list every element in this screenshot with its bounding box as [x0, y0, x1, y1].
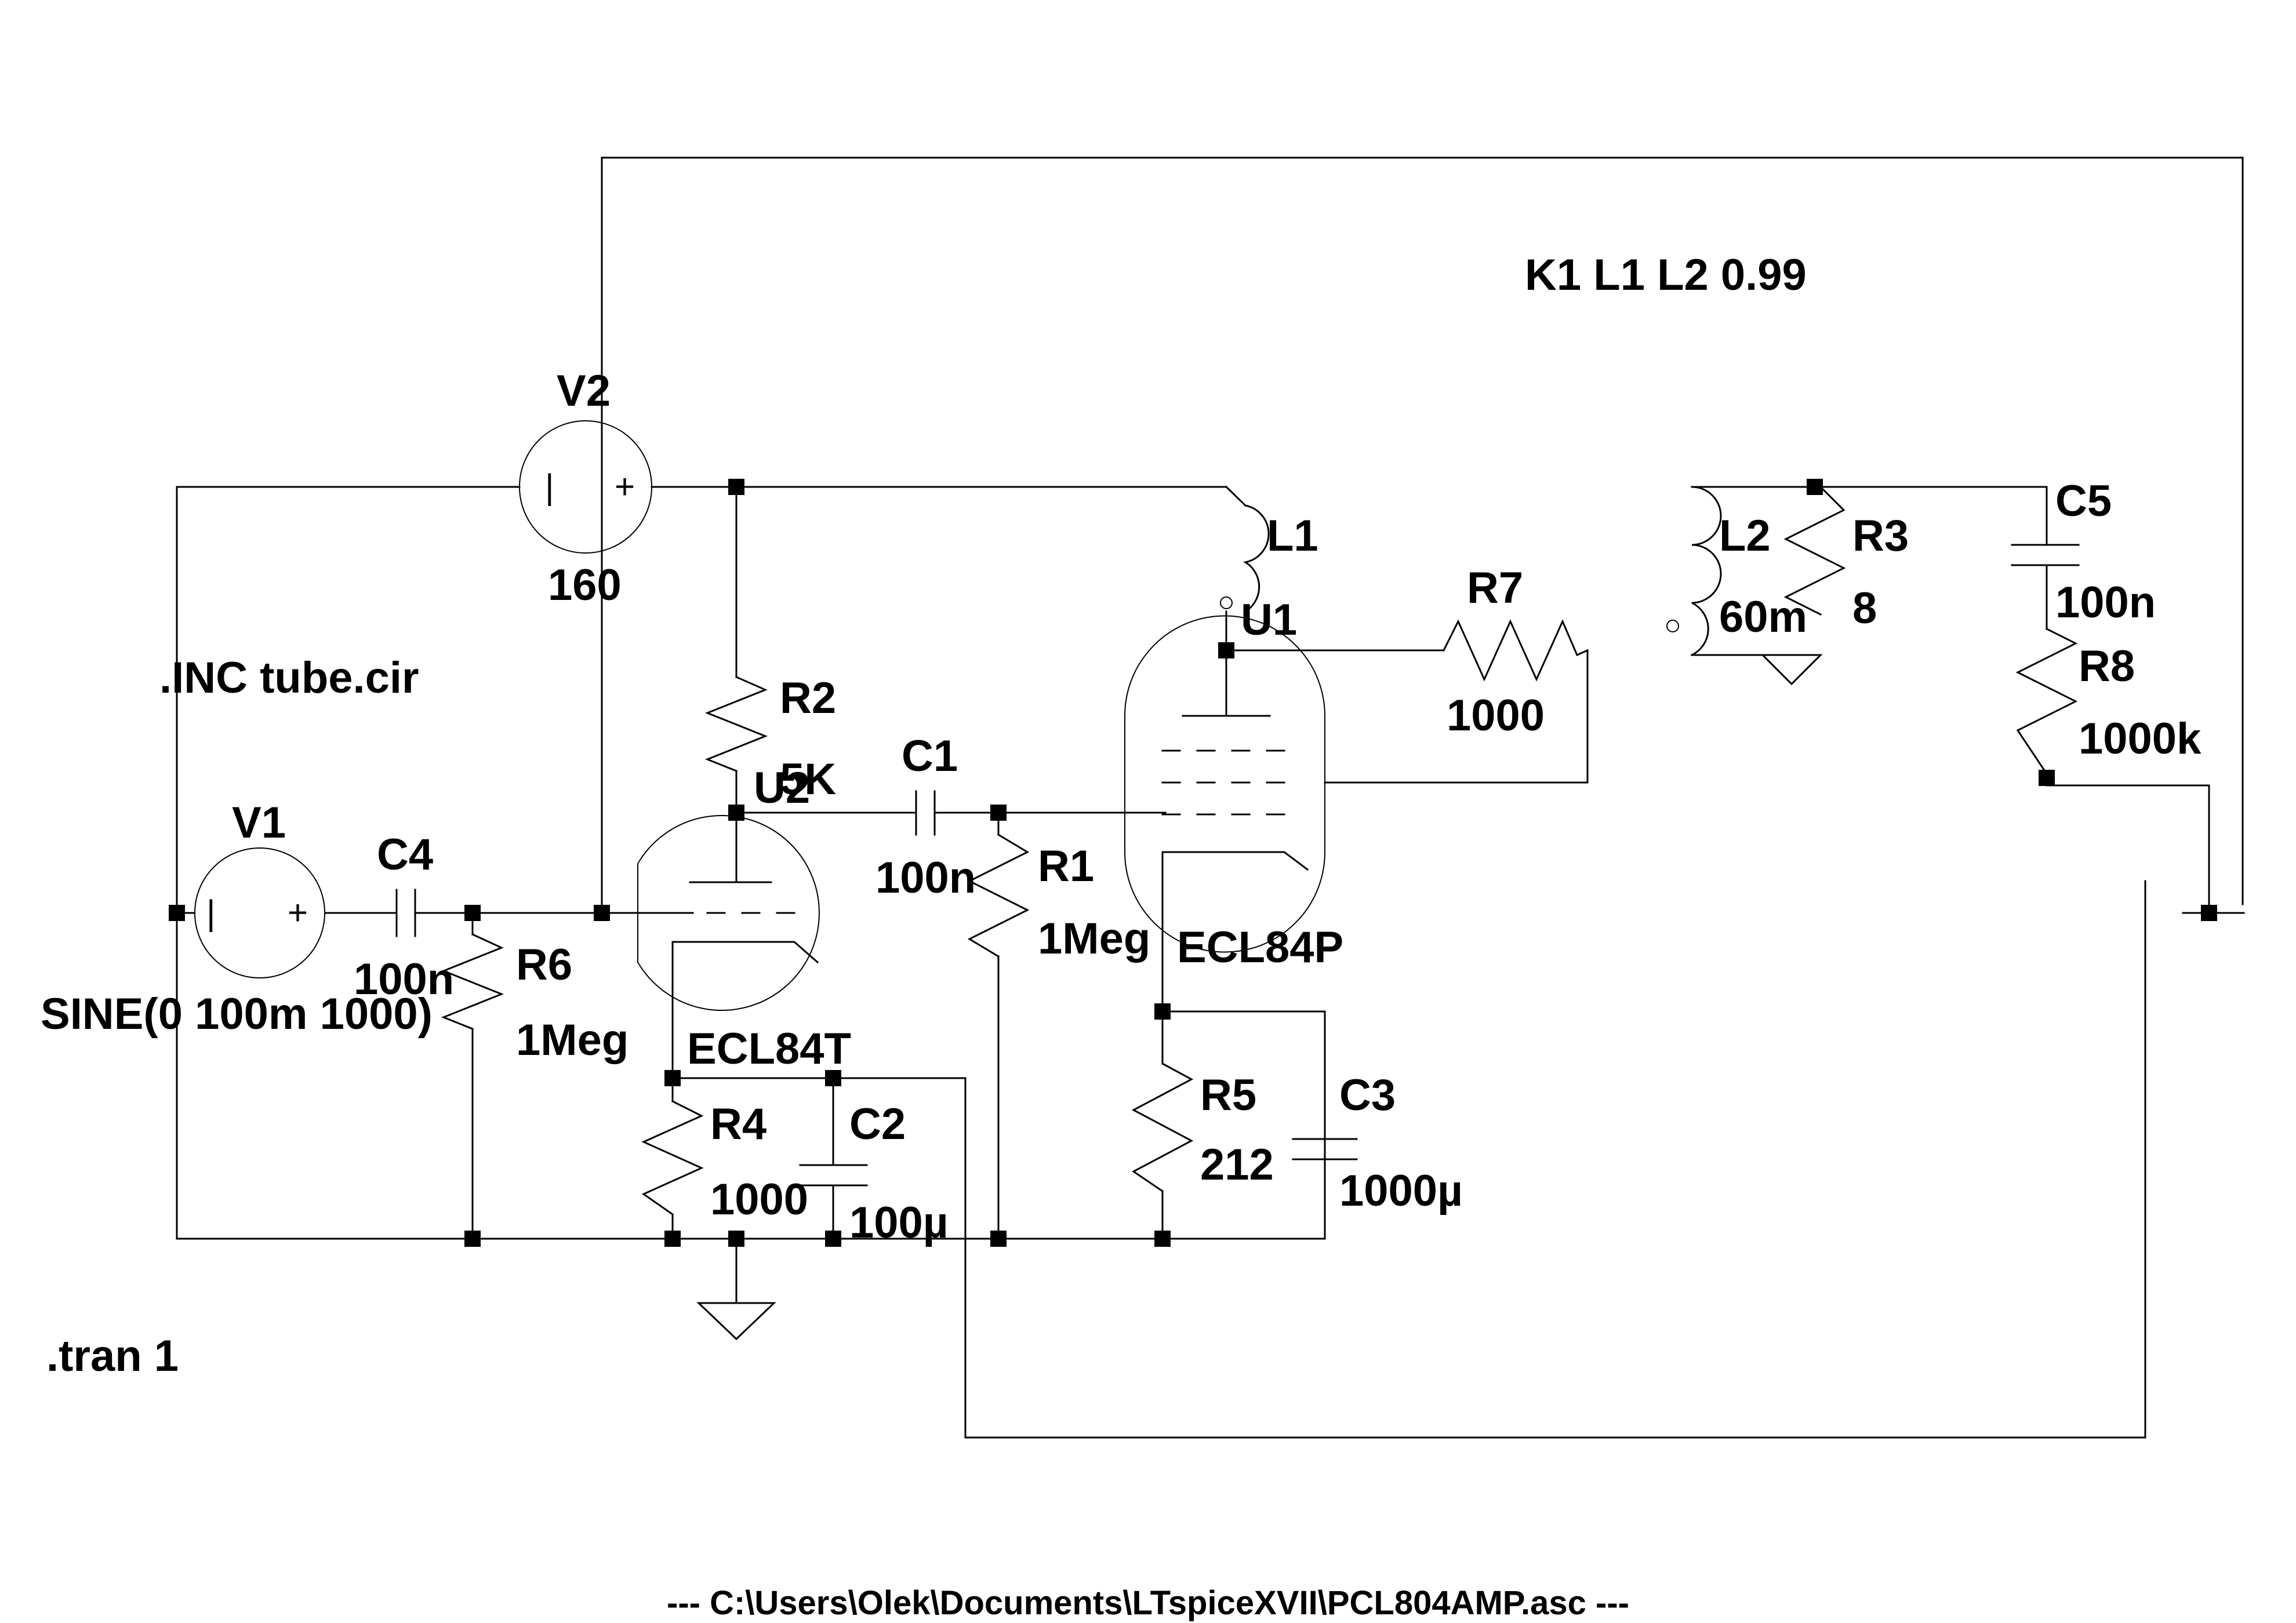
c3-ref-label: C3 [1339, 1071, 1396, 1120]
wire-l1-top [1225, 485, 1247, 507]
junction [1218, 642, 1234, 658]
junction [2201, 905, 2217, 921]
junction [1154, 1231, 1171, 1247]
r4-value-label: 1000 [710, 1175, 808, 1224]
junction [728, 1231, 744, 1247]
l2-ref-label: L2 [1719, 511, 1771, 561]
junctions [169, 479, 2217, 1247]
capacitor-c2 [799, 1164, 868, 1187]
junction [728, 805, 744, 821]
resistor-r1 [967, 833, 1030, 958]
junction [825, 1070, 841, 1086]
r8-ref-label: R8 [2079, 642, 2135, 691]
c3-value-label: 1000µ [1339, 1166, 1463, 1216]
v2-ref-label: V2 [557, 366, 611, 416]
tran-directive: .tran 1 [46, 1331, 179, 1381]
wire-left-rail [176, 486, 738, 1240]
resistor-r2 [704, 676, 768, 772]
junction [664, 1070, 681, 1086]
junction [464, 905, 481, 921]
v2-value-label: 160 [548, 561, 622, 610]
junction [464, 1231, 481, 1247]
c1-ref-label: C1 [902, 732, 958, 781]
wires [176, 157, 2245, 1439]
resistor-r3 [1783, 485, 1846, 616]
c5-ref-label: C5 [2055, 476, 2112, 526]
junction [990, 805, 1007, 821]
capacitor-c3 [1292, 1138, 1358, 1160]
resistor-r8 [2015, 627, 2078, 776]
v2-plus-glyph: + [615, 467, 635, 506]
voltage-source-v2: | + [519, 420, 652, 554]
r4-ref-label: R4 [710, 1100, 766, 1149]
wire-cathode-r5 [1161, 1010, 1326, 1240]
junction [825, 1231, 841, 1247]
inductor-l1 [1220, 504, 1270, 613]
r1-value-label: 1Meg [1038, 914, 1150, 963]
v1-minus-glyph: | [206, 893, 216, 932]
junction [594, 905, 610, 921]
c1-value-label: 100n [875, 853, 976, 903]
inductor-l2 [1666, 486, 1722, 657]
r6-ref-label: R6 [516, 940, 572, 989]
wire-cathode-node [671, 880, 2146, 1439]
r1-ref-label: R1 [1038, 842, 1094, 891]
wire-r7-to-screen [1324, 649, 1589, 784]
footer-file-path: --- C:\Users\Olek\Documents\LTspiceXVII\… [667, 1584, 1629, 1622]
ground-symbol-r3 [1760, 654, 1823, 686]
c5-value-label: 100n [2055, 578, 2156, 627]
junction [169, 905, 185, 921]
r8-value-label: 1000k [2079, 714, 2201, 763]
r2-ref-label: R2 [780, 674, 836, 723]
capacitor-c4 [395, 889, 416, 937]
c4-ref-label: C4 [377, 830, 433, 879]
sine-directive: SINE(0 100m 1000) [41, 989, 433, 1039]
ground-symbol-main [696, 1302, 776, 1341]
r6-value-label: 1Meg [516, 1016, 629, 1065]
r7-value-label: 1000 [1447, 691, 1545, 740]
v1-ref-label: V1 [232, 798, 286, 847]
u2-model-label: ECL84T [687, 1024, 851, 1073]
c2-ref-label: C2 [849, 1100, 906, 1149]
junction [1807, 479, 1823, 495]
r5-ref-label: R5 [1200, 1071, 1256, 1120]
include-directive: .INC tube.cir [159, 653, 419, 703]
v2-minus-glyph: | [545, 467, 554, 506]
l1-ref-label: L1 [1267, 511, 1318, 561]
r3-value-label: 8 [1852, 584, 1877, 633]
v1-plus-glyph: + [288, 893, 308, 932]
r3-ref-label: R3 [1852, 511, 1909, 561]
c2-value-label: 100µ [849, 1198, 949, 1247]
u2-ref-label: U2 [754, 763, 810, 813]
u1-ref-label: U1 [1241, 595, 1297, 645]
resistor-r7 [1442, 619, 1589, 682]
u1-model-label: ECL84P [1177, 923, 1343, 972]
c4-value-label: 100n [354, 955, 454, 1004]
wire-feedback-top [601, 157, 2244, 905]
r7-ref-label: R7 [1467, 563, 1523, 613]
coupling-directive: K1 L1 L2 0.99 [1525, 250, 1807, 300]
junction [990, 1231, 1007, 1247]
junction [728, 479, 744, 495]
wire-r8-bottom [2046, 773, 2210, 914]
r5-value-label: 212 [1200, 1140, 1274, 1189]
tube-u1-pentode [1124, 615, 1325, 953]
voltage-source-v1: | + [194, 847, 325, 978]
capacitor-c1 [915, 790, 936, 836]
tube-u2-triode [637, 815, 820, 1011]
resistor-r6 [441, 933, 504, 1030]
junction [664, 1231, 681, 1247]
l2-value-label: 60m [1719, 592, 1807, 642]
junction [1154, 1003, 1171, 1020]
capacitor-c5 [2011, 544, 2080, 566]
junction [2039, 770, 2055, 786]
resistor-r4 [641, 1100, 704, 1216]
resistor-r5 [1131, 1062, 1194, 1193]
r2-value-label: 5K [780, 755, 836, 804]
